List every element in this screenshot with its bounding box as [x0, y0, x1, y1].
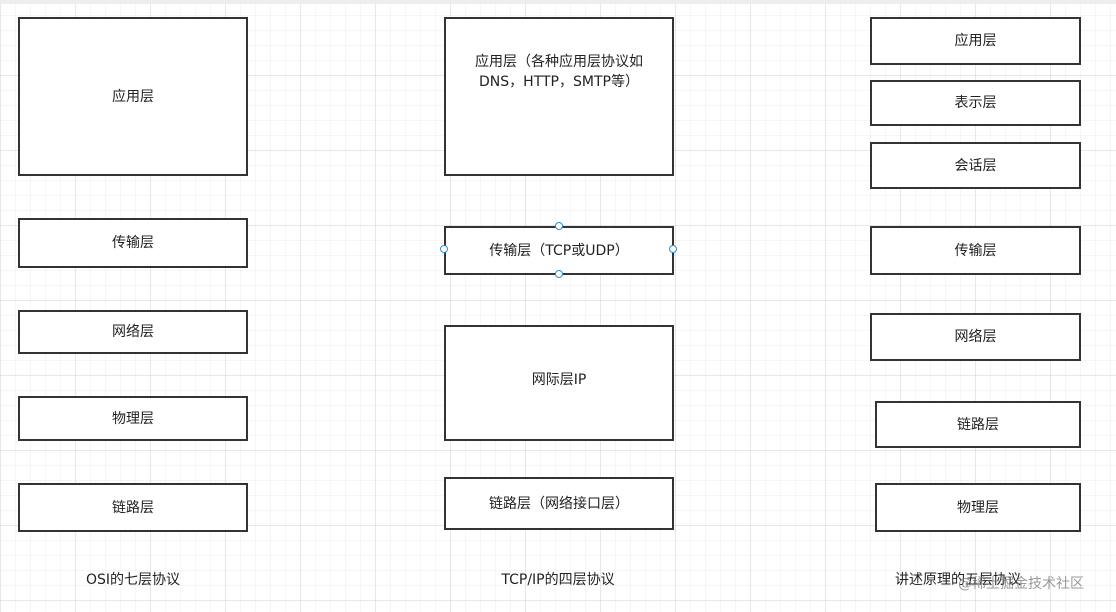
selection-handle-right[interactable] — [669, 245, 677, 253]
tcpip-application-label: 应用层（各种应用层协议如DNS，HTTP，SMTP等） — [475, 53, 643, 90]
tcpip-internet-layer[interactable]: 网际层IP — [444, 325, 674, 441]
tcpip-transport-label: 传输层（TCP或UDP） — [489, 242, 629, 259]
top-bar — [0, 0, 1116, 4]
osi-link-label: 链路层 — [112, 499, 154, 516]
osi-network-layer[interactable]: 网络层 — [18, 310, 248, 354]
selection-handle-left[interactable] — [440, 245, 448, 253]
osi-application-layer[interactable]: 应用层 — [18, 17, 248, 176]
osi-transport-label: 传输层 — [112, 235, 154, 251]
selection-handle-bottom[interactable] — [555, 270, 563, 278]
tcpip-application-layer[interactable]: 应用层（各种应用层协议如DNS，HTTP，SMTP等） — [444, 17, 674, 176]
osi-application-label: 应用层 — [112, 88, 154, 105]
five-presentation-label: 表示层 — [954, 95, 997, 111]
tcpip-link-label: 链路层（网络接口层） — [489, 495, 629, 512]
five-session-layer[interactable]: 会话层 — [870, 142, 1081, 189]
osi-network-label: 网络层 — [112, 324, 154, 340]
five-application-layer[interactable]: 应用层 — [870, 17, 1081, 65]
selection-handle-top[interactable] — [555, 222, 563, 230]
five-network-layer[interactable]: 网络层 — [870, 313, 1081, 361]
watermark: @稀土掘金技术社区 — [958, 576, 1084, 592]
five-application-label: 应用层 — [954, 33, 997, 49]
tcpip-internet-label: 网际层IP — [531, 372, 587, 388]
tcpip-link-layer[interactable]: 链路层（网络接口层） — [444, 477, 674, 530]
five-link-layer[interactable]: 链路层 — [875, 401, 1081, 448]
osi-transport-layer[interactable]: 传输层 — [18, 218, 248, 268]
five-session-label: 会话层 — [954, 157, 997, 174]
osi-physical-layer[interactable]: 物理层 — [18, 396, 248, 441]
five-transport-layer[interactable]: 传输层 — [870, 226, 1081, 275]
tcpip-transport-layer[interactable]: 传输层（TCP或UDP） — [444, 226, 674, 275]
osi-caption: OSI的七层协议 — [85, 572, 181, 588]
five-link-label: 链路层 — [957, 416, 999, 433]
osi-link-layer[interactable]: 链路层 — [18, 483, 248, 532]
five-caption: 讲述原理的五层协议 — [895, 572, 1021, 588]
osi-physical-label: 物理层 — [112, 410, 154, 427]
five-network-label: 网络层 — [954, 329, 997, 345]
five-transport-label: 传输层 — [954, 242, 997, 259]
five-presentation-layer[interactable]: 表示层 — [870, 80, 1081, 126]
five-physical-label: 物理层 — [957, 499, 999, 516]
tcpip-caption: TCP/IP的四层协议 — [501, 572, 615, 588]
five-physical-layer[interactable]: 物理层 — [875, 483, 1081, 532]
